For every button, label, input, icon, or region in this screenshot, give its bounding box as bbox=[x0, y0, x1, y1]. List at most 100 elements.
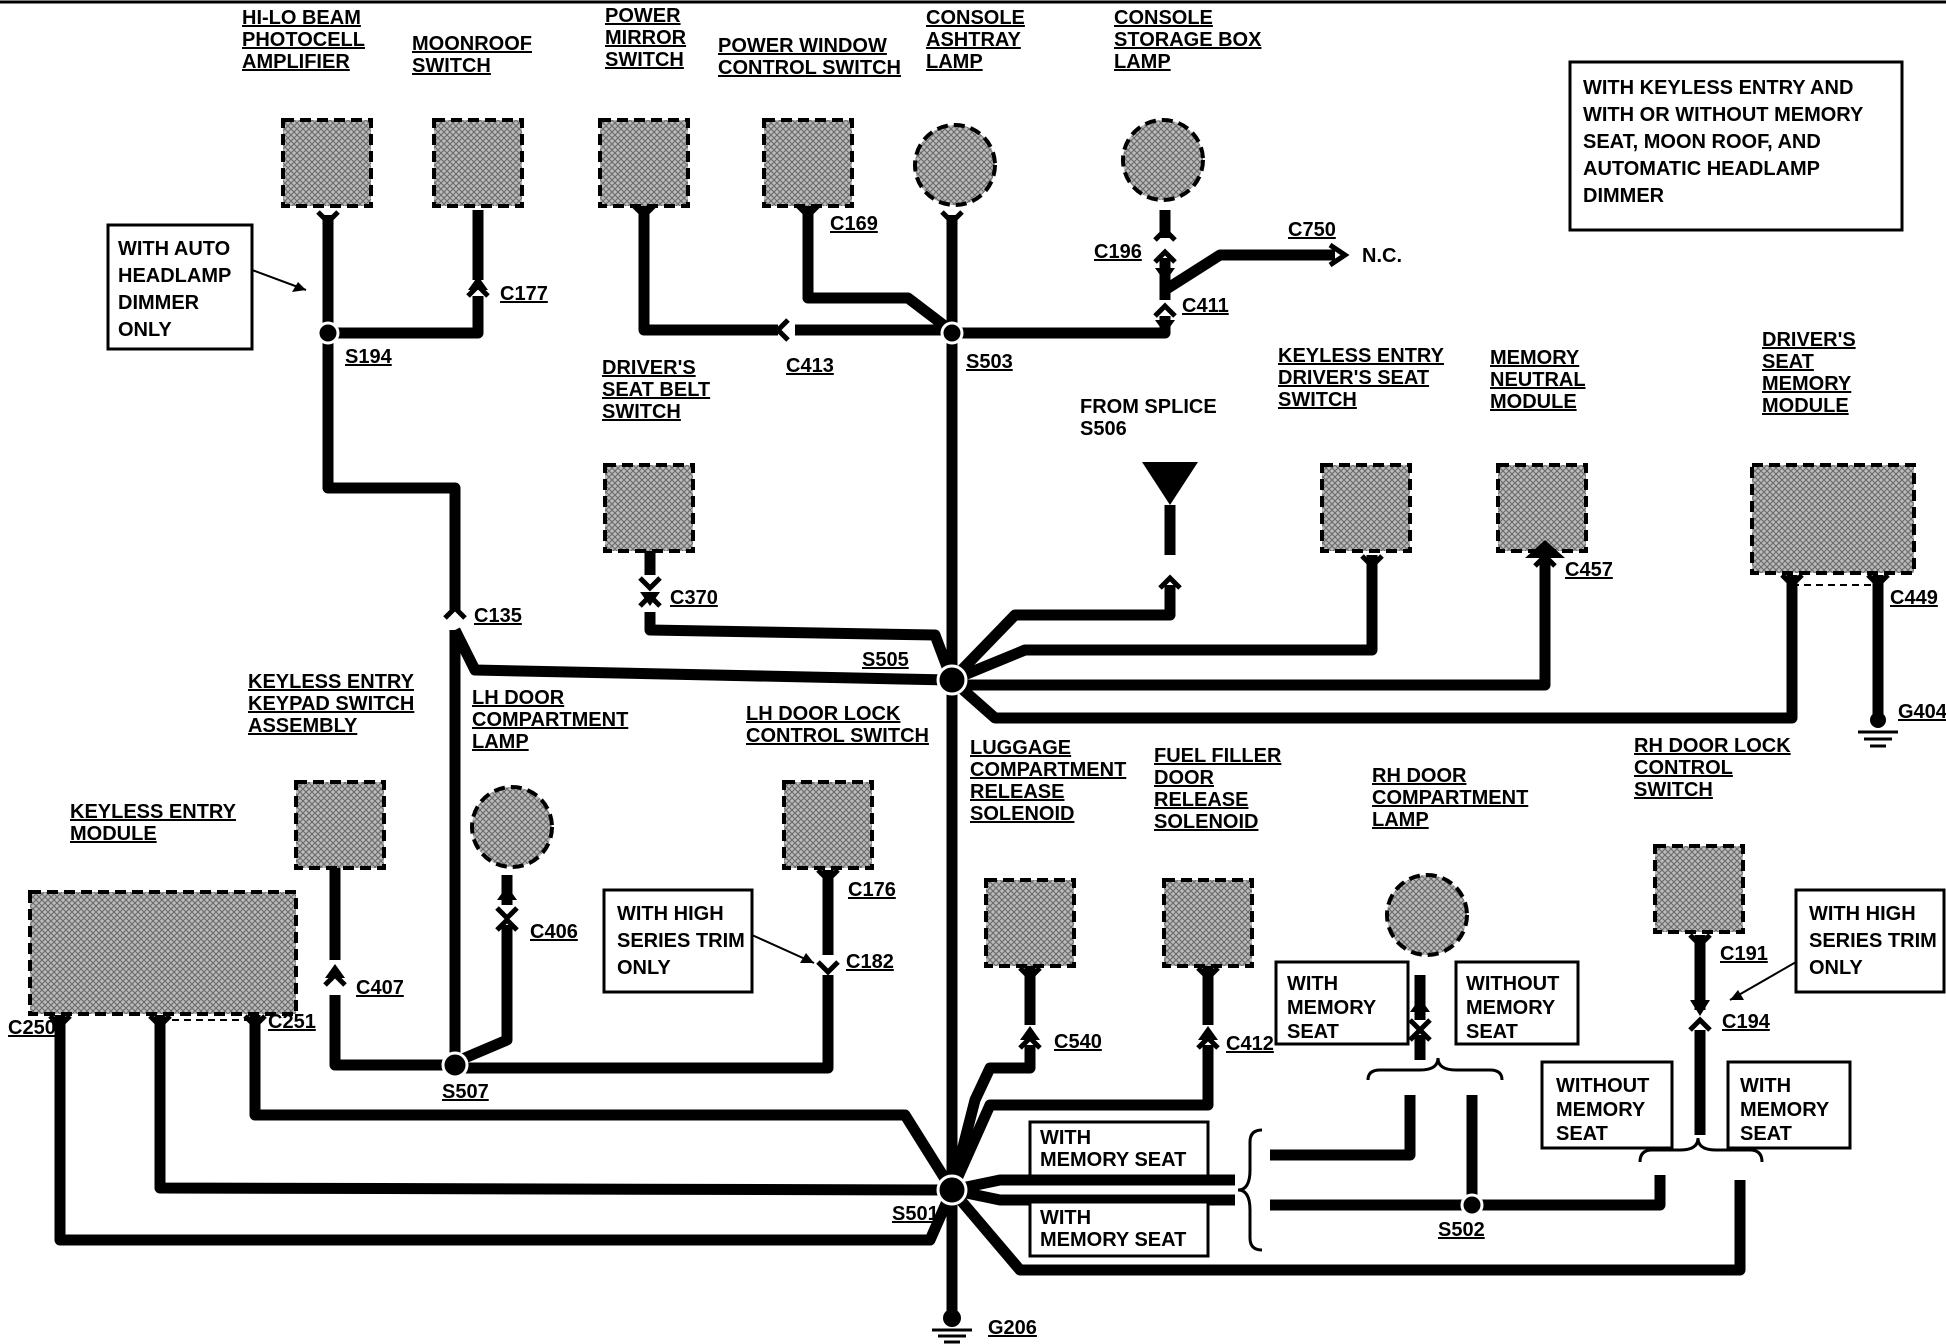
rh-door-lamp-label-line-3: LAMP bbox=[1372, 809, 1429, 831]
moonroof-switch-label-line-2: SWITCH bbox=[412, 55, 491, 77]
console-ashtray-label-line-2: ASHTRAY bbox=[926, 29, 1021, 51]
fuel-filler-label-line-4: SOLENOID bbox=[1154, 811, 1258, 833]
c750-label: C750 bbox=[1288, 219, 1336, 241]
splice-s501-label: S501 bbox=[892, 1203, 939, 1225]
c177-label: C177 bbox=[500, 283, 548, 305]
auto-headlamp-note-box bbox=[106, 223, 254, 351]
header-note-box bbox=[1568, 60, 1904, 232]
driver-memory-label-line-1: DRIVER'S bbox=[1762, 329, 1856, 351]
with-memory-seat-2-box bbox=[1726, 1060, 1852, 1150]
console-ashtray-lamp-bulb bbox=[913, 123, 997, 207]
wire-hilo-s194 bbox=[322, 215, 461, 610]
keypad-switch-label-line-2: KEYPAD SWITCH bbox=[248, 693, 414, 715]
keypad-switch-label-line-3: ASSEMBLY bbox=[248, 715, 358, 737]
without-memory-seat-1-text-line-2: MEMORY bbox=[1466, 997, 1556, 1019]
without-memory-seat-2-text-line-2: MEMORY bbox=[1556, 1099, 1646, 1121]
c457-label: C457 bbox=[1565, 559, 1613, 581]
header-note-text-line-4: AUTOMATIC HEADLAMP bbox=[1583, 158, 1820, 180]
connector-marks bbox=[48, 204, 1890, 1050]
option-braces bbox=[1237, 1057, 1764, 1252]
from-splice-label-line-2: S506 bbox=[1080, 418, 1127, 440]
with-memory-seat-4-box bbox=[1028, 1200, 1210, 1258]
seat-belt-label-line-3: SWITCH bbox=[602, 401, 681, 423]
without-memory-seat-2-box bbox=[1540, 1060, 1674, 1150]
wire-c370-s505 bbox=[644, 612, 958, 682]
wire-s501-memory-bottom bbox=[950, 1184, 1235, 1206]
power-mirror-label-line-3: SWITCH bbox=[605, 49, 684, 71]
ground-g404-symbol bbox=[1858, 712, 1898, 748]
lh-door-lamp-label-line-1: LH DOOR bbox=[472, 687, 565, 709]
splice-s501-dot bbox=[936, 1174, 968, 1206]
memory-neutral-module-box bbox=[1496, 463, 1588, 553]
c169-label: C169 bbox=[830, 213, 878, 235]
hilo-beam-amplifier-box bbox=[281, 118, 373, 208]
without-memory-seat-1-text-line-1: WITHOUT bbox=[1466, 973, 1559, 995]
with-memory-seat-1-text-line-3: SEAT bbox=[1287, 1021, 1339, 1043]
splice-dots bbox=[316, 321, 1484, 1217]
power-mirror-switch-box bbox=[598, 118, 690, 208]
with-memory-seat-1-box bbox=[1274, 960, 1410, 1046]
c251-label: C251 bbox=[268, 1011, 316, 1033]
luggage-label-line-4: SOLENOID bbox=[970, 803, 1074, 825]
rh-door-lock-label-line-1: RH DOOR LOCK bbox=[1634, 735, 1791, 757]
keyless-seat-switch-label-line-2: DRIVER'S SEAT bbox=[1278, 367, 1429, 389]
without-memory-seat-1-text-line-3: SEAT bbox=[1466, 1021, 1518, 1043]
g404-label: G404 bbox=[1898, 701, 1946, 723]
dd-label: DD bbox=[1156, 467, 1185, 489]
note-boxes bbox=[106, 60, 1946, 1258]
high-series-left-note-box bbox=[602, 888, 754, 994]
wire-c251-s501 bbox=[249, 1015, 957, 1193]
driver-memory-label-line-4: MODULE bbox=[1762, 395, 1849, 417]
c182-label: C182 bbox=[846, 951, 894, 973]
c191-label: C191 bbox=[1720, 943, 1768, 965]
keyless-seat-switch-box bbox=[1320, 463, 1412, 553]
fuel-filler-solenoid-box bbox=[1162, 878, 1254, 968]
splice-s507-label: S507 bbox=[442, 1081, 489, 1103]
memory-neutral-label-line-2: NEUTRAL bbox=[1490, 369, 1586, 391]
wire-s501-rh-lock-return bbox=[947, 1180, 1746, 1276]
lh-door-lock-switch-box bbox=[782, 780, 874, 870]
wire-mem-bottom-branch bbox=[1270, 1175, 1666, 1211]
splice-s502-label: S502 bbox=[1438, 1219, 1485, 1241]
hilo-beam-label-line-1: HI-LO BEAM bbox=[242, 7, 361, 29]
auto-headlamp-note-text-line-1: WITH AUTO bbox=[118, 238, 230, 260]
wire-driver-memory bbox=[948, 575, 1798, 724]
splice-s503-dot bbox=[940, 321, 964, 345]
without-memory-seat-2-text-line-1: WITHOUT bbox=[1556, 1075, 1649, 1097]
wire-mem-top-branch bbox=[1270, 1095, 1416, 1161]
c196-label: C196 bbox=[1094, 241, 1142, 263]
with-memory-seat-3-box bbox=[1028, 1120, 1210, 1178]
wire-s501-memory-top bbox=[950, 1174, 1235, 1196]
lh-door-lock-label-line-2: CONTROL SWITCH bbox=[746, 725, 929, 747]
wire-power-window bbox=[802, 205, 954, 335]
wire-c412-s501 bbox=[946, 1045, 1214, 1193]
luggage-label-line-2: COMPARTMENT bbox=[970, 759, 1126, 781]
wire-memory-neutral bbox=[952, 555, 1551, 691]
rh-door-lamp-label-line-1: RH DOOR bbox=[1372, 765, 1467, 787]
rh-door-lock-label-line-3: SWITCH bbox=[1634, 779, 1713, 801]
moonroof-switch-box bbox=[432, 118, 524, 208]
keyless-module-label-line-1: KEYLESS ENTRY bbox=[70, 801, 237, 823]
auto-headlamp-note-text-line-2: HEADLAMP bbox=[118, 265, 231, 287]
keyless-entry-module-box bbox=[28, 890, 298, 1016]
wire-c407-s507 bbox=[329, 995, 455, 1071]
auto-headlamp-note-text-line-3: DIMMER bbox=[118, 292, 200, 314]
lh-door-compartment-lamp-bulb bbox=[470, 785, 554, 869]
from-splice-label-line-1: FROM SPLICE bbox=[1080, 396, 1217, 418]
c411-label: C411 bbox=[1182, 295, 1229, 317]
moonroof-switch-label-line-1: MOONROOF bbox=[412, 33, 532, 55]
driver-memory-label-line-2: SEAT bbox=[1762, 351, 1814, 373]
seat-belt-switch-box bbox=[603, 463, 695, 553]
header-note-text-line-5: DIMMER bbox=[1583, 185, 1665, 207]
high-series-right-note-box bbox=[1794, 888, 1946, 994]
with-memory-seat-2-text-line-1: WITH bbox=[1740, 1075, 1791, 1097]
high-series-left-note-text-line-2: SERIES TRIM bbox=[617, 930, 745, 952]
c449-label: C449 bbox=[1890, 587, 1938, 609]
driver-memory-label-line-3: MEMORY bbox=[1762, 373, 1852, 395]
rh-door-compartment-lamp-bulb bbox=[1385, 873, 1469, 957]
splice-s194-label: S194 bbox=[345, 346, 393, 368]
c413-label: C413 bbox=[786, 355, 834, 377]
power-window-label-line-1: POWER WINDOW bbox=[718, 35, 887, 57]
high-series-left-note-text-line-3: ONLY bbox=[617, 957, 671, 979]
